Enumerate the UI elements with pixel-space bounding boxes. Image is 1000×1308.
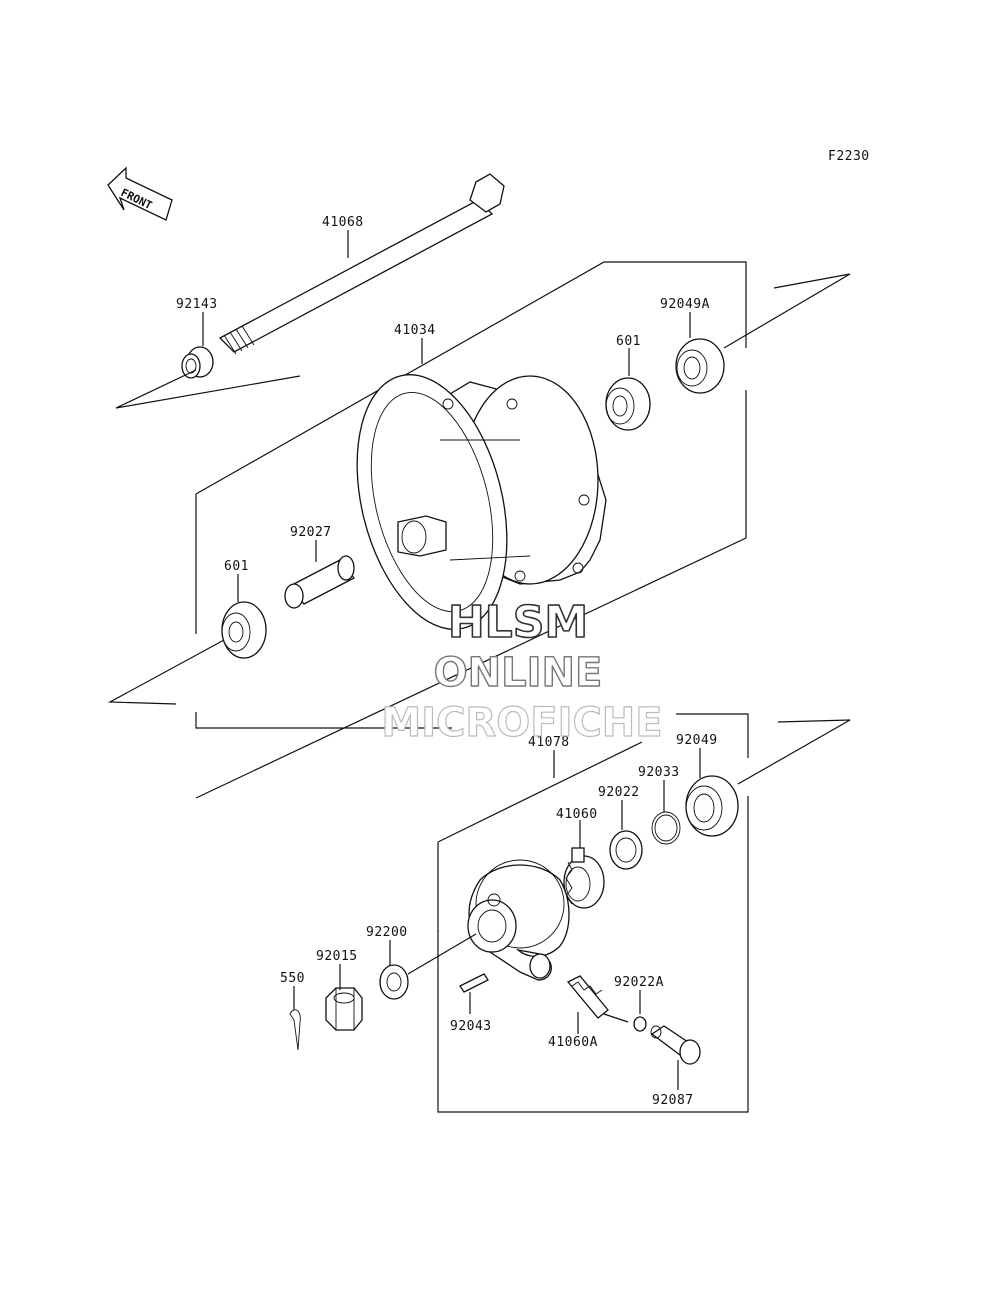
nut-92015 [325, 987, 363, 1031]
figure-code: F2230 [828, 149, 870, 164]
label-41034: 41034 [394, 323, 436, 338]
pinion-41060A [566, 975, 629, 1023]
label-41060A: 41060A [548, 1035, 598, 1050]
label-92027: 92027 [290, 525, 332, 540]
gear-41060 [563, 847, 605, 909]
spacer-92027 [284, 555, 355, 609]
label-92022A: 92022A [614, 975, 664, 990]
washer-92022A [633, 1016, 647, 1032]
watermark-line3: MICROFICHE [381, 700, 662, 746]
watermark-line2: ONLINE [434, 650, 603, 696]
axle-41068 [218, 173, 505, 355]
front-arrow-icon: FRONT [107, 166, 173, 221]
label-92087: 92087 [652, 1093, 694, 1108]
seal-92049 [685, 775, 739, 837]
pin-92043 [459, 973, 489, 993]
bushing-92087 [650, 1025, 701, 1065]
ring-92033 [651, 811, 681, 845]
bearing-601-left [221, 601, 267, 659]
label-92043: 92043 [450, 1019, 492, 1034]
bearing-601-top [605, 377, 651, 431]
label-92022: 92022 [598, 785, 640, 800]
label-92015: 92015 [316, 949, 358, 964]
label-92033: 92033 [638, 765, 680, 780]
label-41078: 41078 [528, 735, 570, 750]
label-601-left: 601 [224, 559, 249, 574]
label-41060: 41060 [556, 807, 598, 822]
gearbox-41078 [467, 859, 570, 981]
washer-92200 [379, 964, 409, 1000]
seal-92049A [675, 338, 725, 394]
washer-92022 [609, 830, 643, 870]
cotter-pin-550 [289, 1009, 301, 1051]
label-550: 550 [280, 971, 305, 986]
label-41068: 41068 [322, 215, 364, 230]
watermark: HLSM ONLINE MICROFICHE [381, 596, 663, 746]
label-92049A: 92049A [660, 297, 710, 312]
label-601-top: 601 [616, 334, 641, 349]
label-92049: 92049 [676, 733, 718, 748]
watermark-line1: HLSM [448, 597, 588, 648]
label-92200: 92200 [366, 925, 408, 940]
hub-41034 [356, 374, 607, 630]
collar-92143 [181, 346, 214, 379]
label-92143: 92143 [176, 297, 218, 312]
